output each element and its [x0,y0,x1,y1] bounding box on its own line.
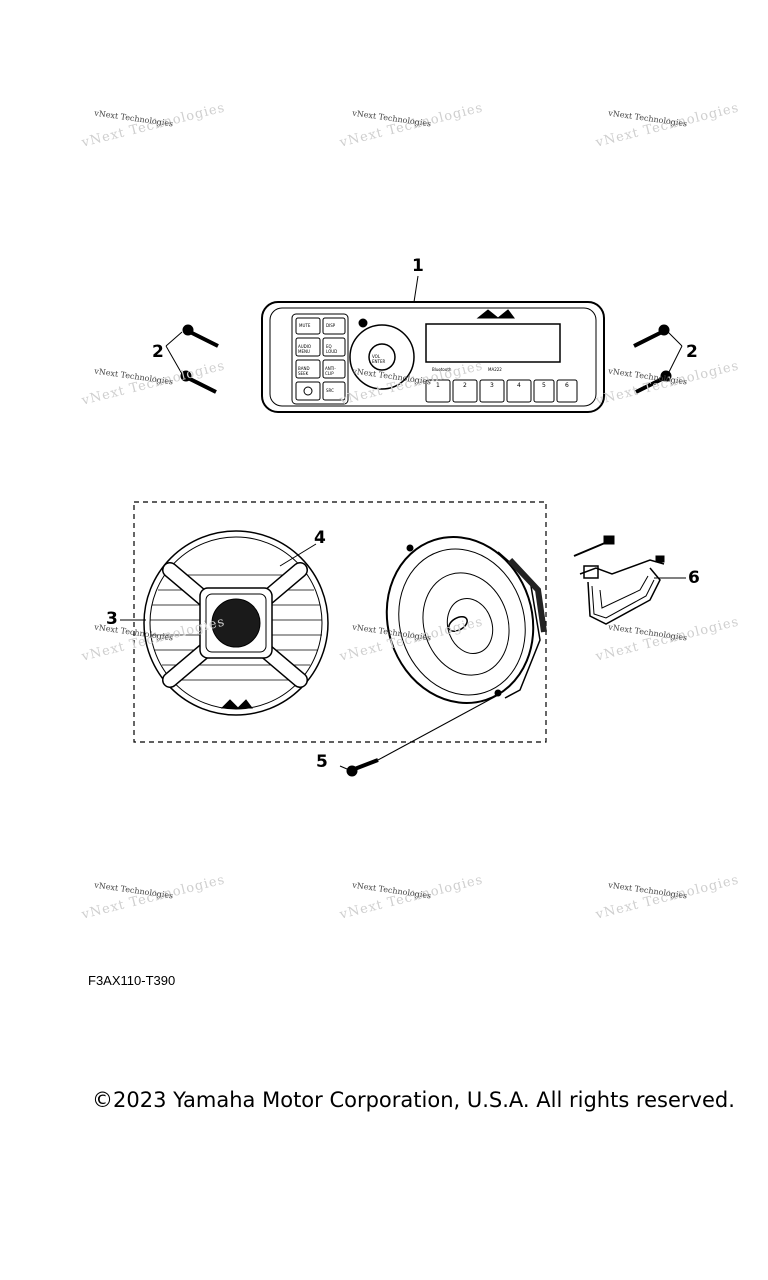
callout-5: 5 [316,752,328,772]
stereo-head-unit [261,301,605,413]
mounting-screws-left [165,324,219,394]
model-label: MA222 [488,367,502,372]
button-label: ANTI-CLIP [325,366,336,376]
mounting-screws-right [633,324,683,394]
bluetooth-label: Bluetooth [432,367,452,372]
callout-3: 3 [106,609,118,629]
speaker-screw [339,693,501,777]
callout-2-left: 2 [152,342,164,362]
preset-number: 6 [565,382,569,389]
leader-line-4 [279,543,317,567]
button-label: MUTE [299,323,311,328]
speaker-grille [143,530,329,716]
copyright-notice: ©2023 Yamaha Motor Corporation, U.S.A. A… [92,1088,735,1112]
callout-1: 1 [412,256,424,276]
button-label: SRC [326,388,334,393]
knob-label: VOL ENTER [372,354,386,364]
preset-number: 4 [517,382,521,389]
preset-number: 5 [542,382,546,389]
speaker-driver [385,536,547,704]
speaker-kit-boundary [133,501,547,743]
callout-4: 4 [314,528,326,548]
button-label: DISP [326,323,336,328]
callout-2-right: 2 [686,342,698,362]
leader-line-1 [413,275,419,303]
preset-number: 2 [463,382,467,389]
button-label: EQ LOUD [326,344,338,354]
button-label: BAND SEEK [298,366,310,376]
preset-number: 3 [490,382,494,389]
wire-harness [573,535,668,625]
diagram-code: F3AX110-T390 [88,973,176,988]
callout-6: 6 [688,568,700,588]
button-label: AUDIO MENU [298,344,312,354]
preset-number: 1 [436,382,440,389]
